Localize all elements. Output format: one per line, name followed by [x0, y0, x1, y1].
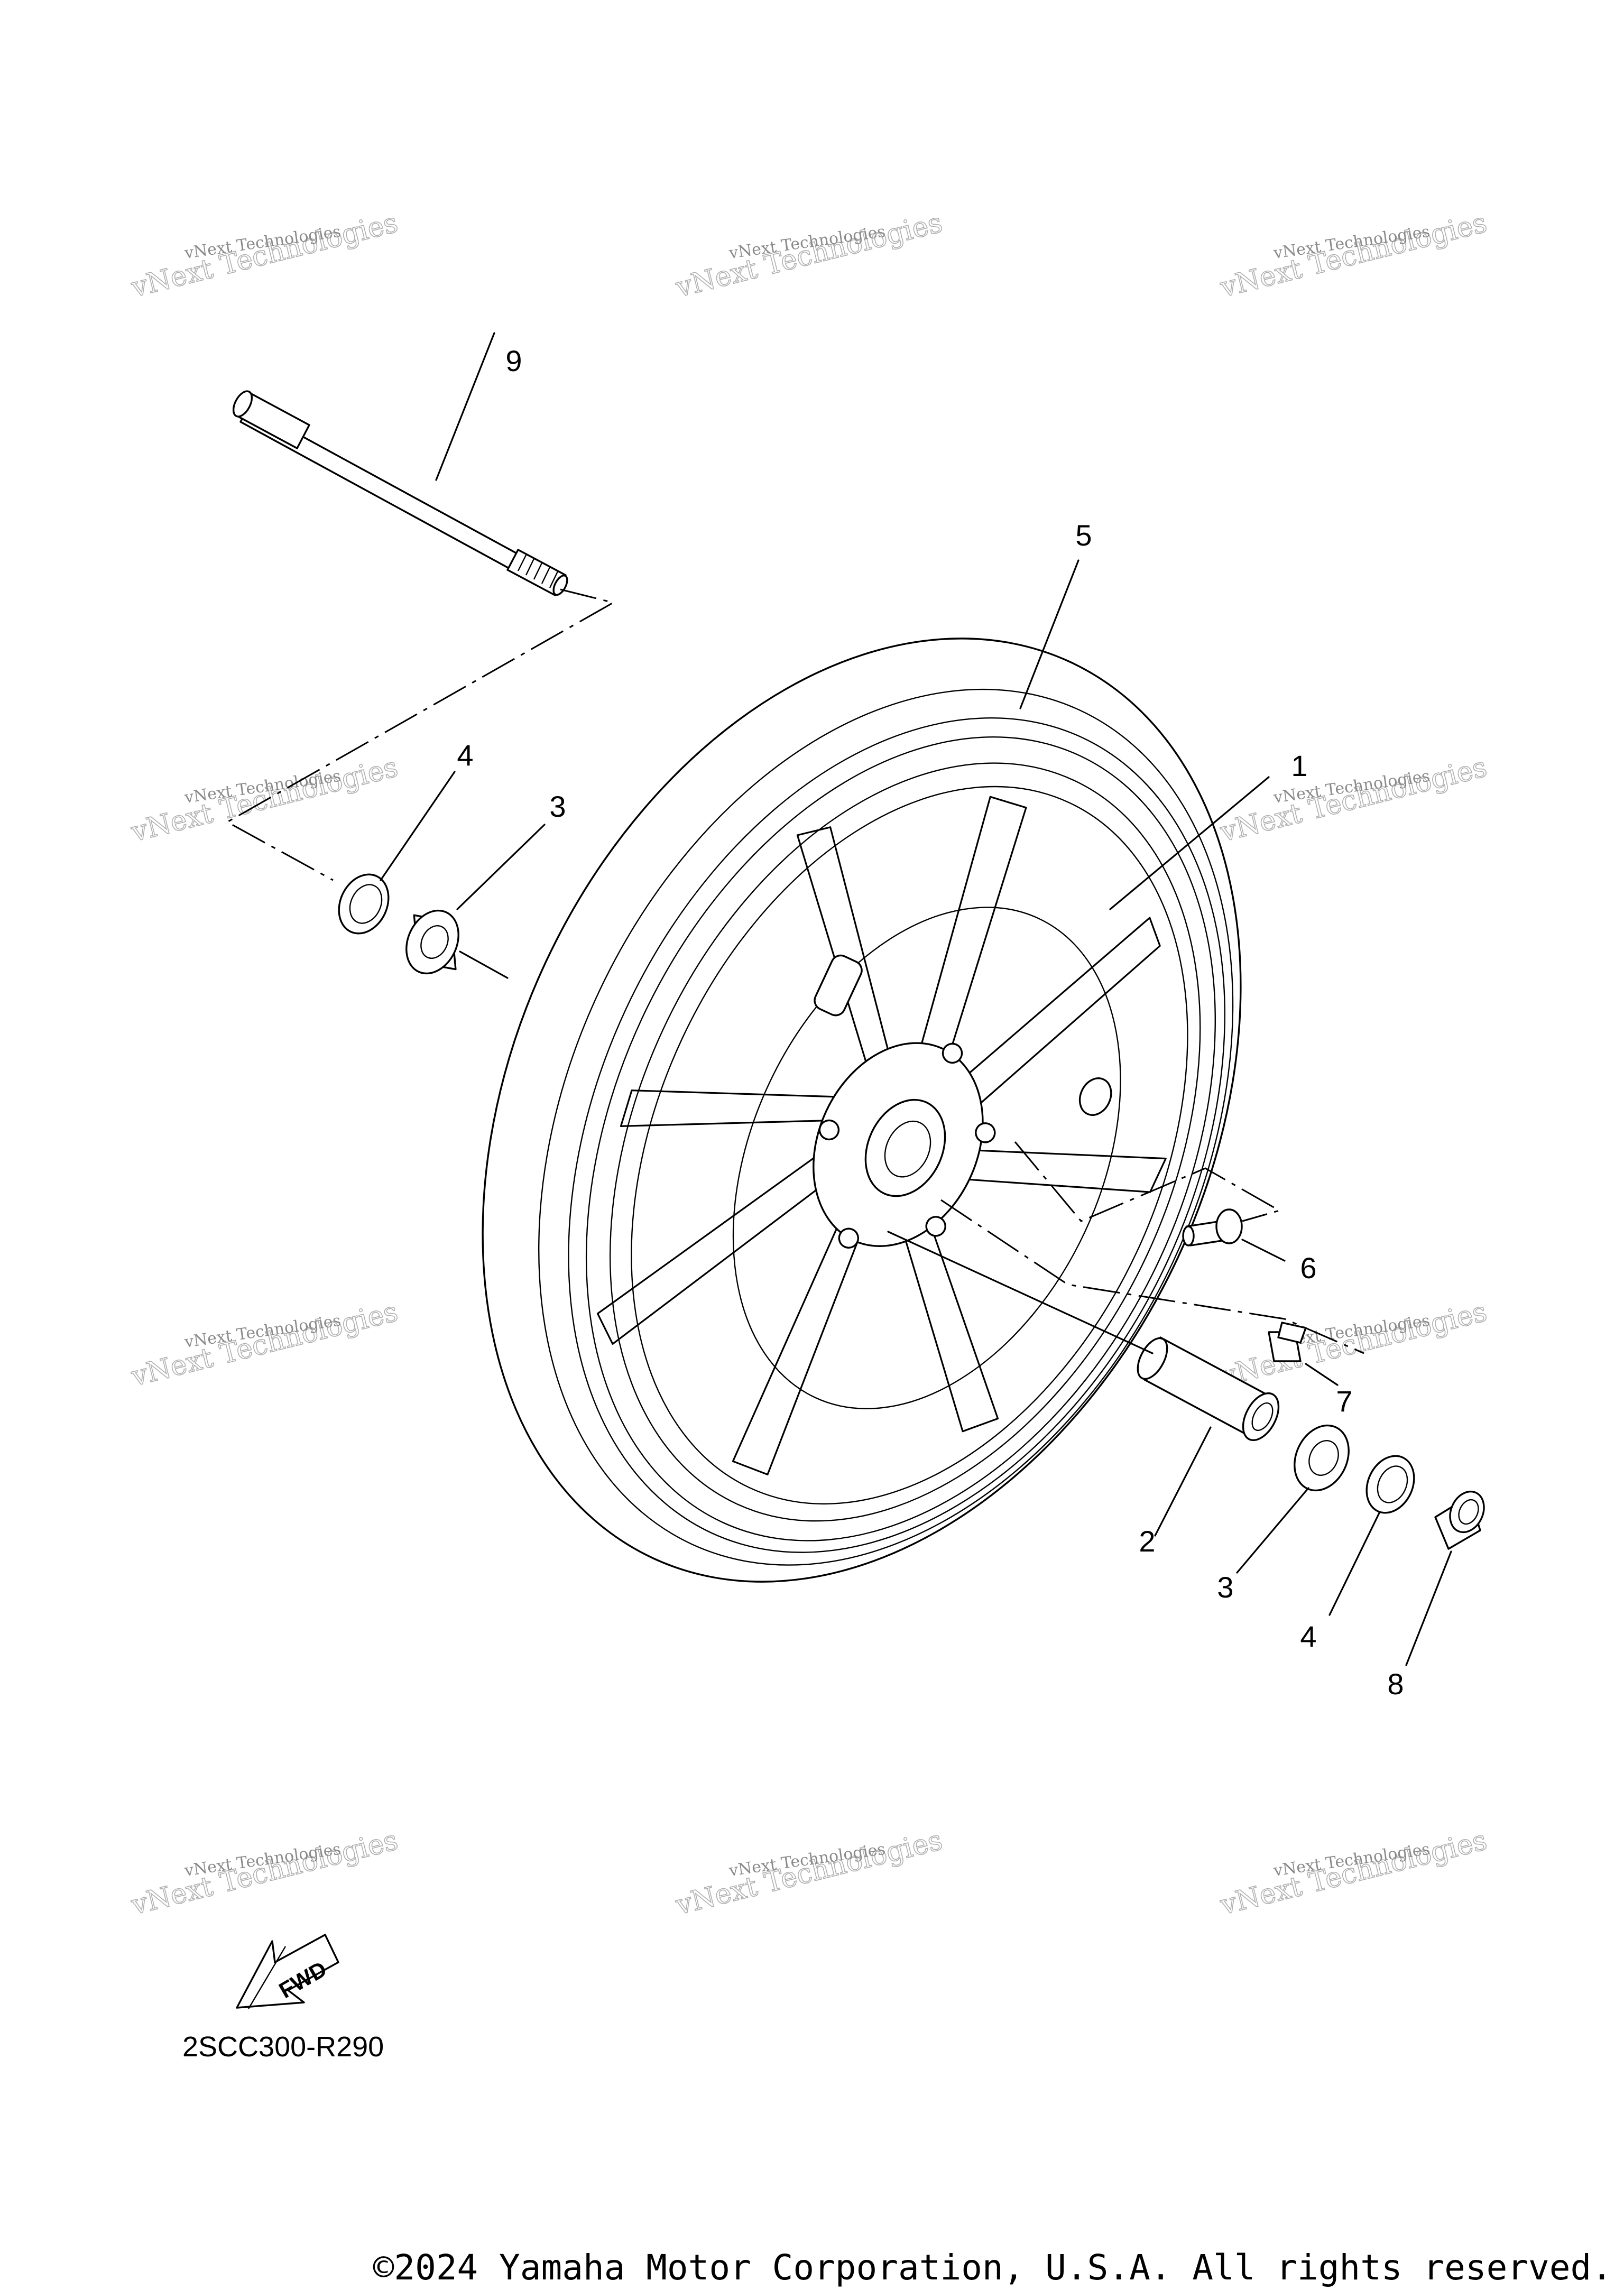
diagram-code: 2SCC300-R290: [182, 2031, 384, 2063]
watermark-big: vNext Technologies: [672, 1824, 946, 1921]
disc-bolts: [818, 1042, 996, 1249]
callout-5: 5: [1075, 519, 1092, 552]
brake-disc: [732, 907, 1121, 1409]
watermark-big: vNext Technologies: [128, 1296, 401, 1392]
tire-bead: [538, 688, 1234, 1566]
leader-lines: [225, 332, 1452, 1666]
callout-9: 9: [505, 344, 522, 377]
callout-4-left: 4: [457, 738, 473, 772]
watermark-big: vNext Technologies: [128, 751, 401, 848]
callout-4-right: 4: [1300, 1620, 1316, 1653]
callout-3-left: 3: [549, 790, 566, 823]
hub-bore: [864, 1098, 946, 1197]
fwd-arrow: FWD: [236, 1934, 339, 2009]
balance-weight: [1268, 1322, 1307, 1362]
callout-6: 6: [1300, 1251, 1316, 1285]
valve-hole: [1078, 1077, 1112, 1116]
callouts: 9 5 4 3 1 6 7 2 3 4 8: [457, 344, 1404, 1701]
callout-3-right: 3: [1217, 1571, 1233, 1604]
spoke-window: [814, 954, 863, 1017]
oil-seal-left: [338, 873, 390, 935]
wheel-assembly: [482, 638, 1242, 1583]
oil-seal-right: [1365, 1455, 1415, 1514]
rim-edge: [631, 786, 1188, 1505]
rim-lip: [585, 736, 1216, 1541]
rim-outer: [568, 717, 1226, 1553]
callout-1: 1: [1291, 749, 1307, 782]
callout-7: 7: [1336, 1384, 1352, 1418]
rim-inner: [610, 762, 1201, 1522]
watermark-big: vNext Technologies: [1217, 1824, 1490, 1921]
bearing-right: [1294, 1424, 1350, 1492]
watermark-big: vNext Technologies: [128, 207, 401, 303]
copyright-notice: ©2024 Yamaha Motor Corporation, U.S.A. A…: [373, 2247, 1612, 2288]
spokes: [596, 796, 1167, 1475]
watermark-big: vNext Technologies: [1217, 207, 1490, 303]
axle-part: [232, 390, 568, 596]
valve-stem: [1182, 1208, 1243, 1246]
spacer-right: [1434, 1490, 1485, 1550]
callout-8: 8: [1387, 1667, 1404, 1701]
bearing-left: [405, 909, 459, 975]
watermark-big: vNext Technologies: [672, 207, 946, 303]
watermark-big: vNext Technologies: [1217, 1296, 1490, 1392]
watermark-big: vNext Technologies: [1217, 751, 1490, 848]
callout-2: 2: [1139, 1525, 1155, 1558]
watermark-big: vNext Technologies: [128, 1824, 401, 1921]
collar: [1137, 1336, 1280, 1442]
